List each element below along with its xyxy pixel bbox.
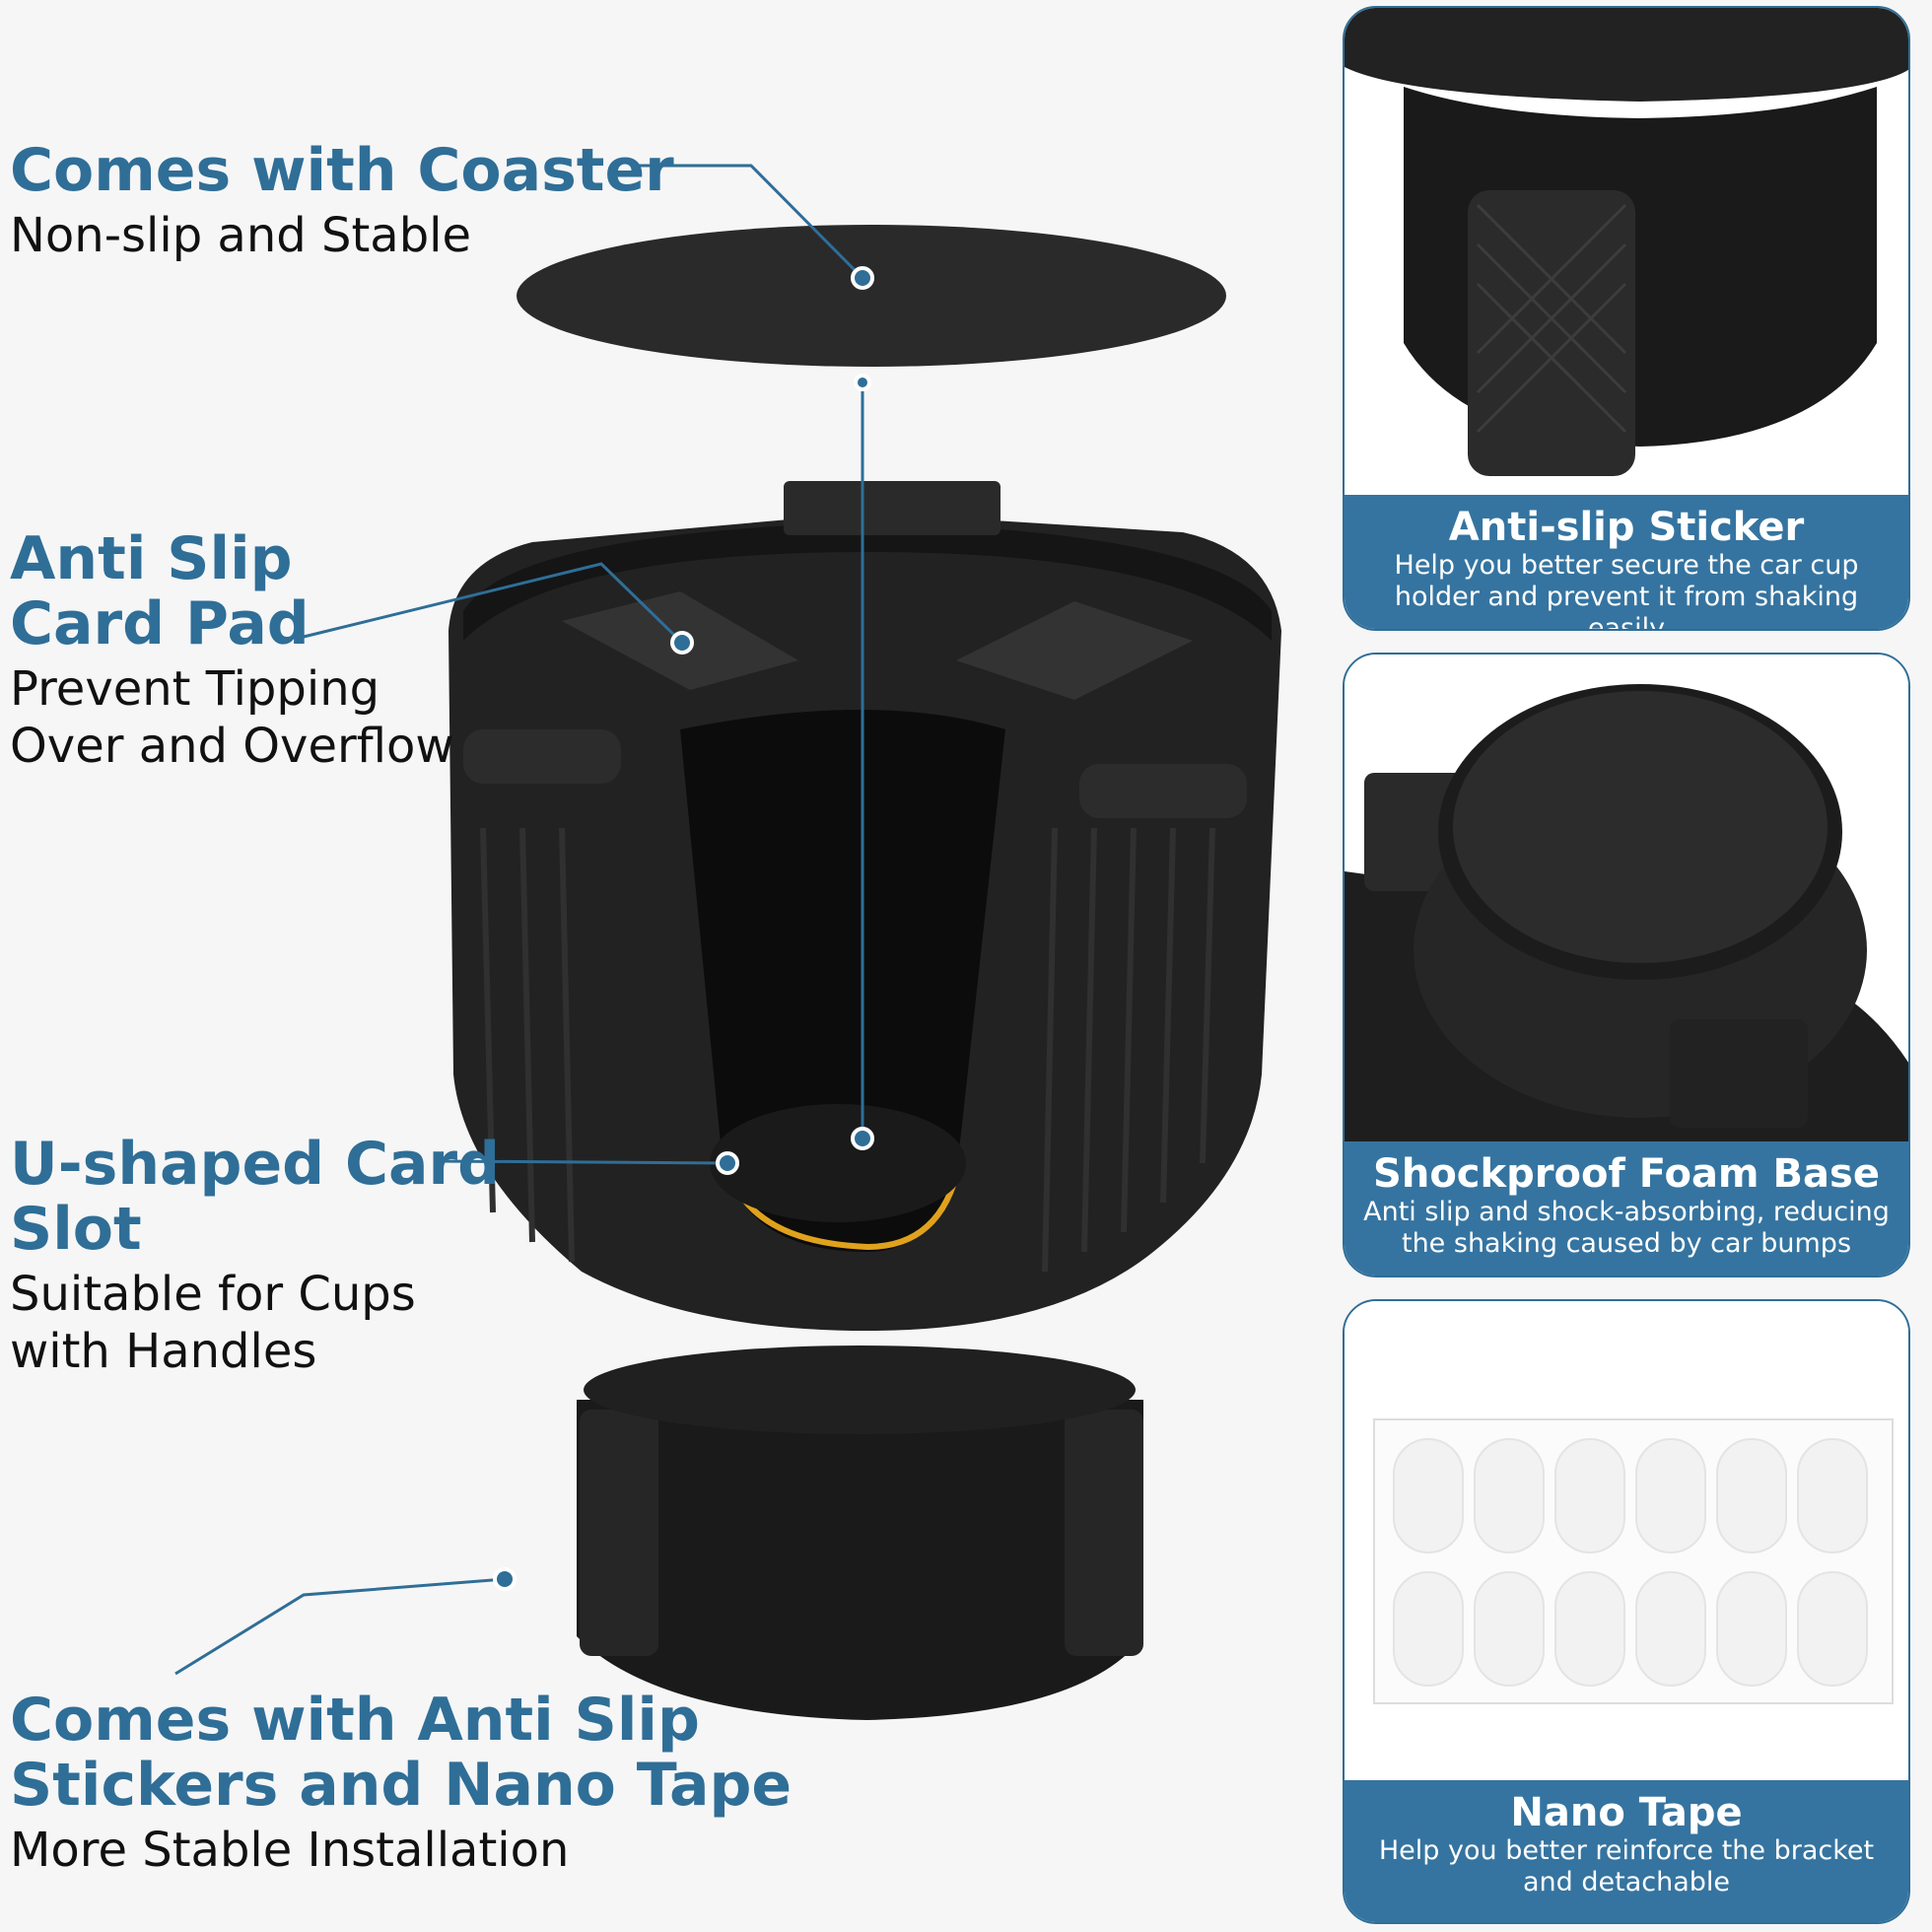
nano-tape-photo xyxy=(1345,1301,1908,1794)
callout-slot: U-shaped Card Slot Suitable for Cups wit… xyxy=(10,1132,500,1380)
callout-stickers: Comes with Anti Slip Stickers and Nano T… xyxy=(10,1688,792,1879)
cup-bottom xyxy=(710,1104,966,1222)
tape-caption-text-1: Help you better reinforce the bracket xyxy=(1378,1835,1875,1866)
stickers-leader xyxy=(174,1577,506,1676)
callout-pad-subtitle-1: Prevent Tipping xyxy=(10,661,380,717)
foam-caption-text-1: Anti slip and shock-absorbing, reducing xyxy=(1363,1197,1890,1227)
base-collar xyxy=(584,1346,1136,1434)
foam-caption: Shockproof Foam Base Anti slip and shock… xyxy=(1345,1141,1908,1276)
callout-stickers-subtitle: More Stable Installation xyxy=(10,1823,570,1878)
center-top-dot xyxy=(854,374,871,391)
pad-dot xyxy=(670,631,694,655)
tape-caption-title: Nano Tape xyxy=(1510,1790,1743,1835)
panel-nano-tape: Nano Tape Help you better reinforce the … xyxy=(1343,1299,1910,1924)
callout-lines xyxy=(174,164,864,1676)
callout-dots xyxy=(493,266,874,1591)
sticker-caption: Anti-slip Sticker Help you better secure… xyxy=(1345,495,1908,629)
callout-pad-title-2: Card Pad xyxy=(10,589,310,658)
cup-ribs xyxy=(480,827,1215,1273)
slot-leader xyxy=(437,1159,728,1165)
panel-shockproof-foam-base: Shockproof Foam Base Anti slip and shock… xyxy=(1343,653,1910,1277)
sticker-caption-title: Anti-slip Sticker xyxy=(1448,505,1805,550)
foam-caption-text-2: the shaking caused by car bumps xyxy=(1401,1228,1852,1259)
center-bottom-dot xyxy=(851,1127,874,1150)
base-right-grip xyxy=(1065,1410,1143,1656)
right-handle xyxy=(1079,764,1247,818)
callout-slot-subtitle-1: Suitable for Cups xyxy=(10,1267,416,1322)
base-body xyxy=(577,1400,1143,1720)
callout-slot-subtitle-2: with Handles xyxy=(10,1324,317,1379)
callout-pad-title-1: Anti Slip xyxy=(10,524,293,593)
anti-slip-pad-right xyxy=(956,601,1193,700)
callout-coaster: Comes with Coaster Non-slip and Stable xyxy=(10,138,674,264)
coaster-dot xyxy=(851,266,874,290)
callout-stickers-title-2: Stickers and Nano Tape xyxy=(10,1751,793,1820)
foam-caption-title: Shockproof Foam Base xyxy=(1373,1151,1880,1197)
sticker-photo xyxy=(1345,8,1908,501)
tape-caption-text-2: and detachable xyxy=(1522,1867,1730,1898)
pad-leader xyxy=(303,562,684,645)
callout-pad-subtitle-2: Over and Overflow xyxy=(10,719,454,774)
callout-coaster-title: Comes with Coaster xyxy=(10,136,674,205)
callout-slot-title-1: U-shaped Card xyxy=(10,1130,501,1199)
callout-coaster-subtitle: Non-slip and Stable xyxy=(10,208,472,263)
stickers-dot xyxy=(493,1567,517,1591)
top-tab xyxy=(784,481,1000,535)
left-handle xyxy=(463,729,621,784)
tape-caption: Nano Tape Help you better reinforce the … xyxy=(1345,1780,1908,1922)
slot-dot xyxy=(716,1151,739,1175)
callout-stickers-title-1: Comes with Anti Slip xyxy=(10,1686,700,1755)
cup-rim xyxy=(463,522,1272,641)
panel-anti-slip-sticker: Anti-slip Sticker Help you better secure… xyxy=(1343,6,1910,631)
callout-pad: Anti Slip Card Pad Prevent Tipping Over … xyxy=(10,526,454,775)
sticker-caption-text-1: Help you better secure the car cup xyxy=(1394,550,1859,581)
sticker-caption-text-2: holder and prevent it from shaking easil… xyxy=(1394,582,1859,631)
coaster-disc xyxy=(517,225,1226,367)
base-left-grip xyxy=(580,1410,658,1656)
foam-base-photo xyxy=(1345,655,1908,1147)
coaster-leader xyxy=(631,164,864,280)
callout-slot-title-2: Slot xyxy=(10,1195,142,1264)
